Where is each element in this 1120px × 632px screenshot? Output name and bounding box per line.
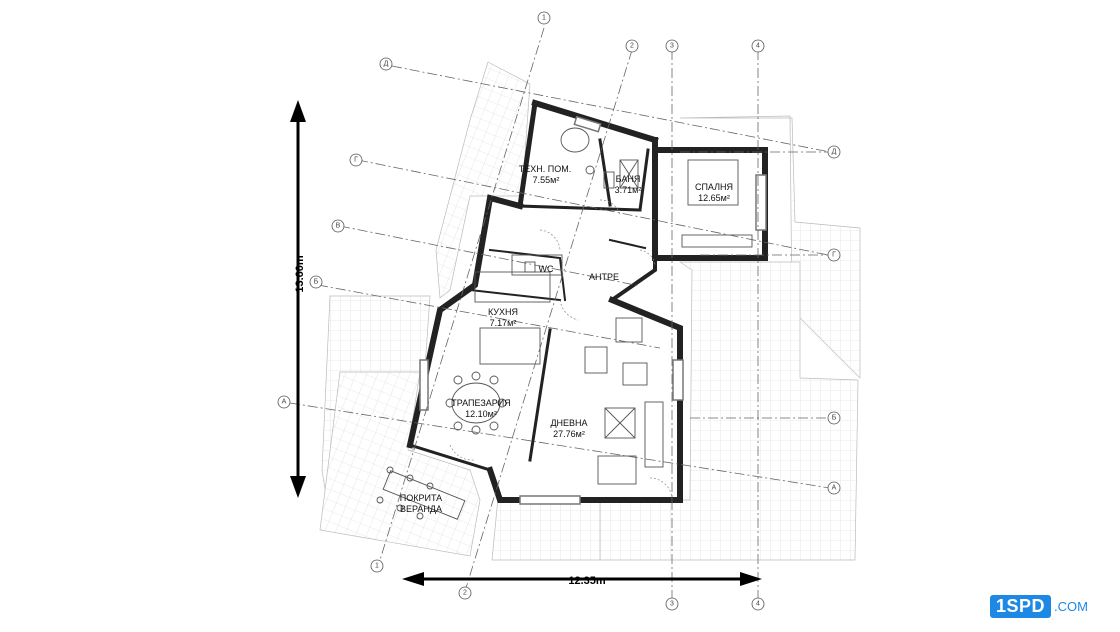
grid-letter-A-left: А [282,399,287,406]
grid-bubble-3-bottom [665,597,679,611]
grid-bubble-V-left [331,219,345,233]
grid-bubble-2-bottom [458,586,472,600]
grid-letter-B-left: Б [314,279,319,286]
grid-bubble-A-right [827,481,841,495]
walls [406,99,768,503]
room-area-bedroom: 12.65м² [698,193,730,203]
room-name-tech: ТЕХН. ПОМ. [519,164,571,174]
site-logo[interactable]: 1SPD .COM [990,591,1116,621]
grid-letter-G-left: Г [354,157,358,164]
room-name-bedroom: СПАЛНЯ [695,182,733,192]
room-name-veranda-line2: ВЕРАНДА [400,504,442,514]
grid-letter-A-right: А [832,485,837,492]
sofa [644,401,664,468]
grid-number-3-bottom: 3 [670,601,674,608]
dining-table [451,382,501,424]
kitchen-island [479,327,541,365]
room-area-kitchen: 7.17м² [490,318,517,328]
grid-bubble-D-right [827,145,841,159]
grid-number-3-top: 3 [670,43,674,50]
veranda-table [382,470,466,520]
room-name-veranda-line1: ПОКРИТА [400,493,442,503]
grid-bubble-G-right [827,248,841,262]
terrace-paving [319,61,861,561]
grid-letter-V-left: В [336,223,341,230]
grid-bubble-4-bottom [751,597,765,611]
grid-bubble-1-top [537,11,551,25]
grid-letter-G-right: Г [832,252,836,259]
room-area-bathroom: 3.71м² [615,185,642,195]
grid-bubble-4-top [751,39,765,53]
room-labels: ТЕХН. ПОМ. 7.55м² БАНЯ 3.71м² СПАЛНЯ 12.… [400,164,733,514]
grid-number-2-top: 2 [630,43,634,50]
bed [687,159,739,206]
grid-bubble-G-left [349,153,363,167]
dimension-width: 12.35m [402,572,762,587]
grid-number-4-bottom: 4 [756,601,760,608]
grid-number-1-top: 1 [542,15,546,22]
grid-bubble-D-left [379,57,393,71]
room-name-bathroom: БАНЯ [616,174,641,184]
room-area-tech: 7.55м² [533,175,560,185]
grid-bubble-labels: 1 2 3 4 1 2 3 4 Д Г В Б А Д Г Б А [282,15,837,608]
grid-bubble-2-top [625,39,639,53]
room-name-kitchen: КУХНЯ [488,307,518,317]
grid-bubble-3-top [665,39,679,53]
grid-bubble-1-bottom [370,559,384,573]
dimension-height: 13.60m [290,100,306,498]
room-area-dining: 12.10м² [465,409,497,419]
windows [419,115,767,505]
width-dimension-label: 12.35m [568,575,606,587]
grid-lines [289,27,831,598]
room-name-living: ДНЕВНА [550,418,587,428]
grid-bubble-A-left [277,395,291,409]
grid-bubbles [277,11,841,611]
logo-mark: 1SPD [990,594,1052,618]
room-name-entrance: АНТРЕ [589,272,619,282]
grid-letter-D-left: Д [384,61,389,68]
height-dimension-label: 13.60m [294,255,306,293]
grid-bubble-B-left [309,275,323,289]
room-name-dining: ТРАПЕЗАРИЯ [451,398,510,408]
room-area-living: 27.76м² [553,429,585,439]
coffee-table [604,407,636,439]
furniture [376,127,753,520]
grid-letter-D-right: Д [832,149,837,156]
grid-letter-B-right: Б [832,415,837,422]
room-name-wc: WC [539,264,554,274]
grid-number-4-top: 4 [756,43,760,50]
grid-number-2-bottom: 2 [463,590,467,597]
logo-suffix: .COM [1054,598,1088,614]
grid-number-1-bottom: 1 [375,563,379,570]
grid-bubble-B-right [827,411,841,425]
